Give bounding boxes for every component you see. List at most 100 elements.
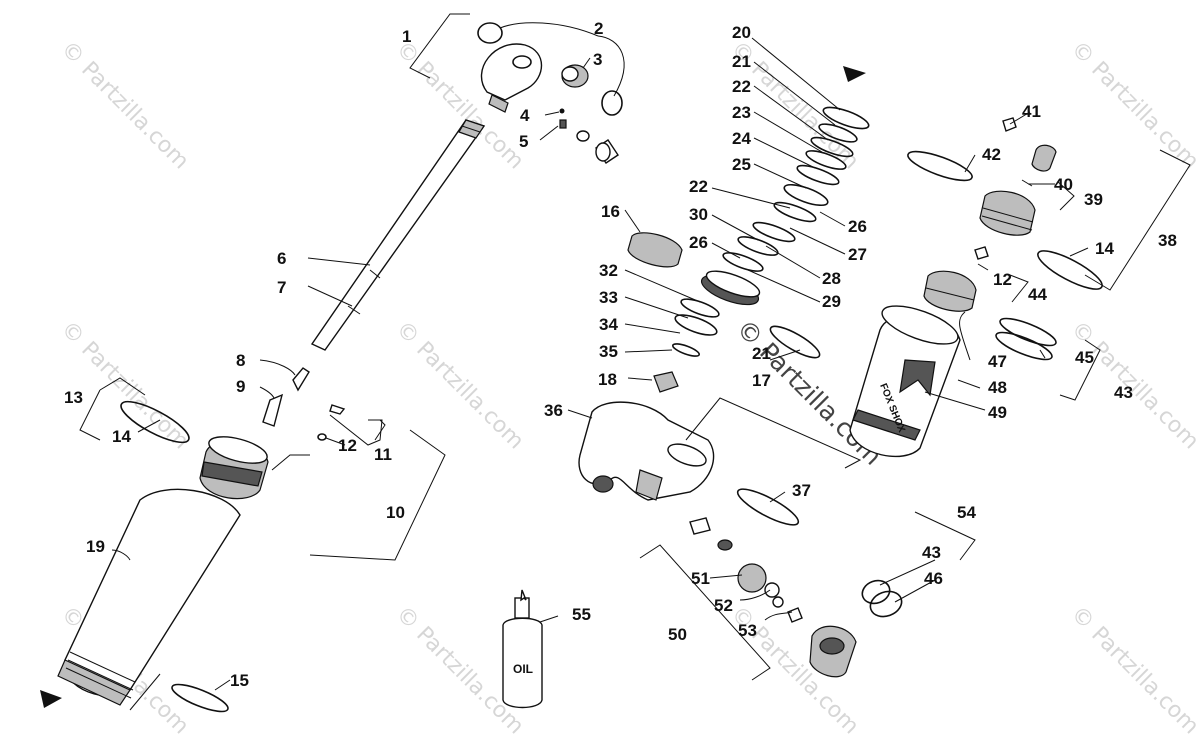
part-17-o-ring [769, 325, 821, 359]
label-6: 6 [277, 249, 286, 268]
part-45-o-ring [999, 317, 1057, 347]
label-17: 17 [752, 371, 771, 390]
part-44-ifp [923, 270, 977, 312]
part-8-needle [292, 367, 310, 392]
label-12: 12 [338, 436, 357, 455]
label-48: 48 [988, 378, 1007, 397]
label-36: 36 [544, 401, 563, 420]
label-23: 23 [732, 103, 751, 122]
label-34: 34 [599, 315, 618, 334]
watermark: © Partzilla.com [391, 317, 529, 455]
label-1: 1 [402, 27, 411, 46]
label-39: 39 [1084, 190, 1103, 209]
label-9: 9 [236, 377, 245, 396]
part-14-o-ring [1037, 250, 1103, 290]
label-31: 21 [752, 344, 771, 363]
callout-labels: 1 2 3 4 5 6 7 8 9 10 11 12 13 14 15 16 1… [64, 19, 1177, 690]
part-12-screw [974, 246, 989, 260]
part-12-o-ring [317, 433, 327, 441]
label-44: 44 [1028, 285, 1047, 304]
part-42-snap-ring [907, 150, 973, 182]
label-45: 45 [1075, 348, 1094, 367]
part-2-snap-ring [477, 22, 503, 44]
label-33: 33 [599, 288, 618, 307]
part-40-schrader-valve [1031, 144, 1057, 172]
part-5-spring [559, 119, 567, 129]
label-26: 26 [848, 217, 867, 236]
label-8: 8 [236, 351, 245, 370]
label-49: 49 [988, 403, 1007, 422]
label-18: 18 [598, 370, 617, 389]
label-3: 3 [593, 50, 602, 69]
label-25: 25 [732, 155, 751, 174]
label-20: 20 [732, 23, 751, 42]
label-24: 24 [732, 129, 751, 148]
label-13: 13 [64, 388, 83, 407]
part-4-ball [559, 108, 565, 114]
label-22: 22 [732, 77, 751, 96]
label-10: 10 [386, 503, 405, 522]
label-26b: 26 [689, 233, 708, 252]
label-40: 40 [1054, 175, 1073, 194]
label-41: 41 [1022, 102, 1041, 121]
label-42: 42 [982, 145, 1001, 164]
label-15: 15 [230, 671, 249, 690]
watermark: © Partzilla.com [1066, 37, 1200, 175]
label-47: 47 [988, 352, 1007, 371]
label-16: 16 [601, 202, 620, 221]
label-32: 32 [599, 261, 618, 280]
part-1-eye [480, 43, 543, 113]
label-52: 52 [714, 596, 733, 615]
part-19-shock-body [57, 488, 241, 706]
label-54: 54 [957, 503, 976, 522]
part-5-washer [576, 130, 590, 142]
part-45-o-ring [995, 331, 1053, 361]
direction-arrow-icon [40, 690, 62, 708]
direction-arrow-icon [843, 66, 866, 82]
label-2: 2 [594, 19, 603, 38]
label-46: 46 [924, 569, 943, 588]
label-53: 53 [738, 621, 757, 640]
label-21: 21 [732, 52, 751, 71]
oil-bottle-label: OIL [513, 662, 533, 676]
label-35: 35 [599, 342, 618, 361]
label-4: 4 [520, 106, 530, 125]
label-19: 19 [86, 537, 105, 556]
part-15-o-ring [171, 683, 229, 713]
label-5: 5 [519, 132, 528, 151]
part-37-o-ring [736, 488, 800, 526]
part-5-plug [595, 139, 619, 164]
part-16-bumper [627, 232, 683, 268]
part-18-bushing [653, 371, 679, 393]
part-38-reservoir-cap [979, 190, 1036, 236]
part-9-spacer [262, 393, 284, 427]
piston [700, 270, 761, 306]
part-14-o-ring [120, 400, 190, 444]
part-55-oil-bottle: OIL [502, 589, 543, 709]
label-28: 28 [822, 269, 841, 288]
label-43b: 43 [922, 543, 941, 562]
part-41-valve-cap [1002, 117, 1017, 132]
label-27: 27 [848, 245, 867, 264]
watermark: © Partzilla.com [56, 37, 194, 175]
part-54-adjuster [809, 579, 903, 678]
label-51: 51 [691, 569, 710, 588]
label-7: 7 [277, 278, 286, 297]
label-38: 38 [1158, 231, 1177, 250]
label-14b: 14 [1095, 239, 1114, 258]
label-30: 30 [689, 205, 708, 224]
label-12b: 12 [993, 270, 1012, 289]
part-36-body-cap [578, 401, 715, 501]
watermark-layer: © Partzilla.com © Partzilla.com © Partzi… [56, 37, 1200, 740]
part-40-o-ring [1021, 179, 1033, 187]
label-37: 37 [792, 481, 811, 500]
part-50-valve-assembly [689, 517, 803, 623]
watermark: © Partzilla.com [1066, 602, 1200, 740]
label-43: 43 [1114, 383, 1133, 402]
label-11: 11 [374, 445, 392, 464]
part-2-snap-ring [601, 90, 623, 116]
label-55: 55 [572, 605, 591, 624]
leader-lines [79, 13, 1191, 711]
label-29: 29 [822, 292, 841, 311]
